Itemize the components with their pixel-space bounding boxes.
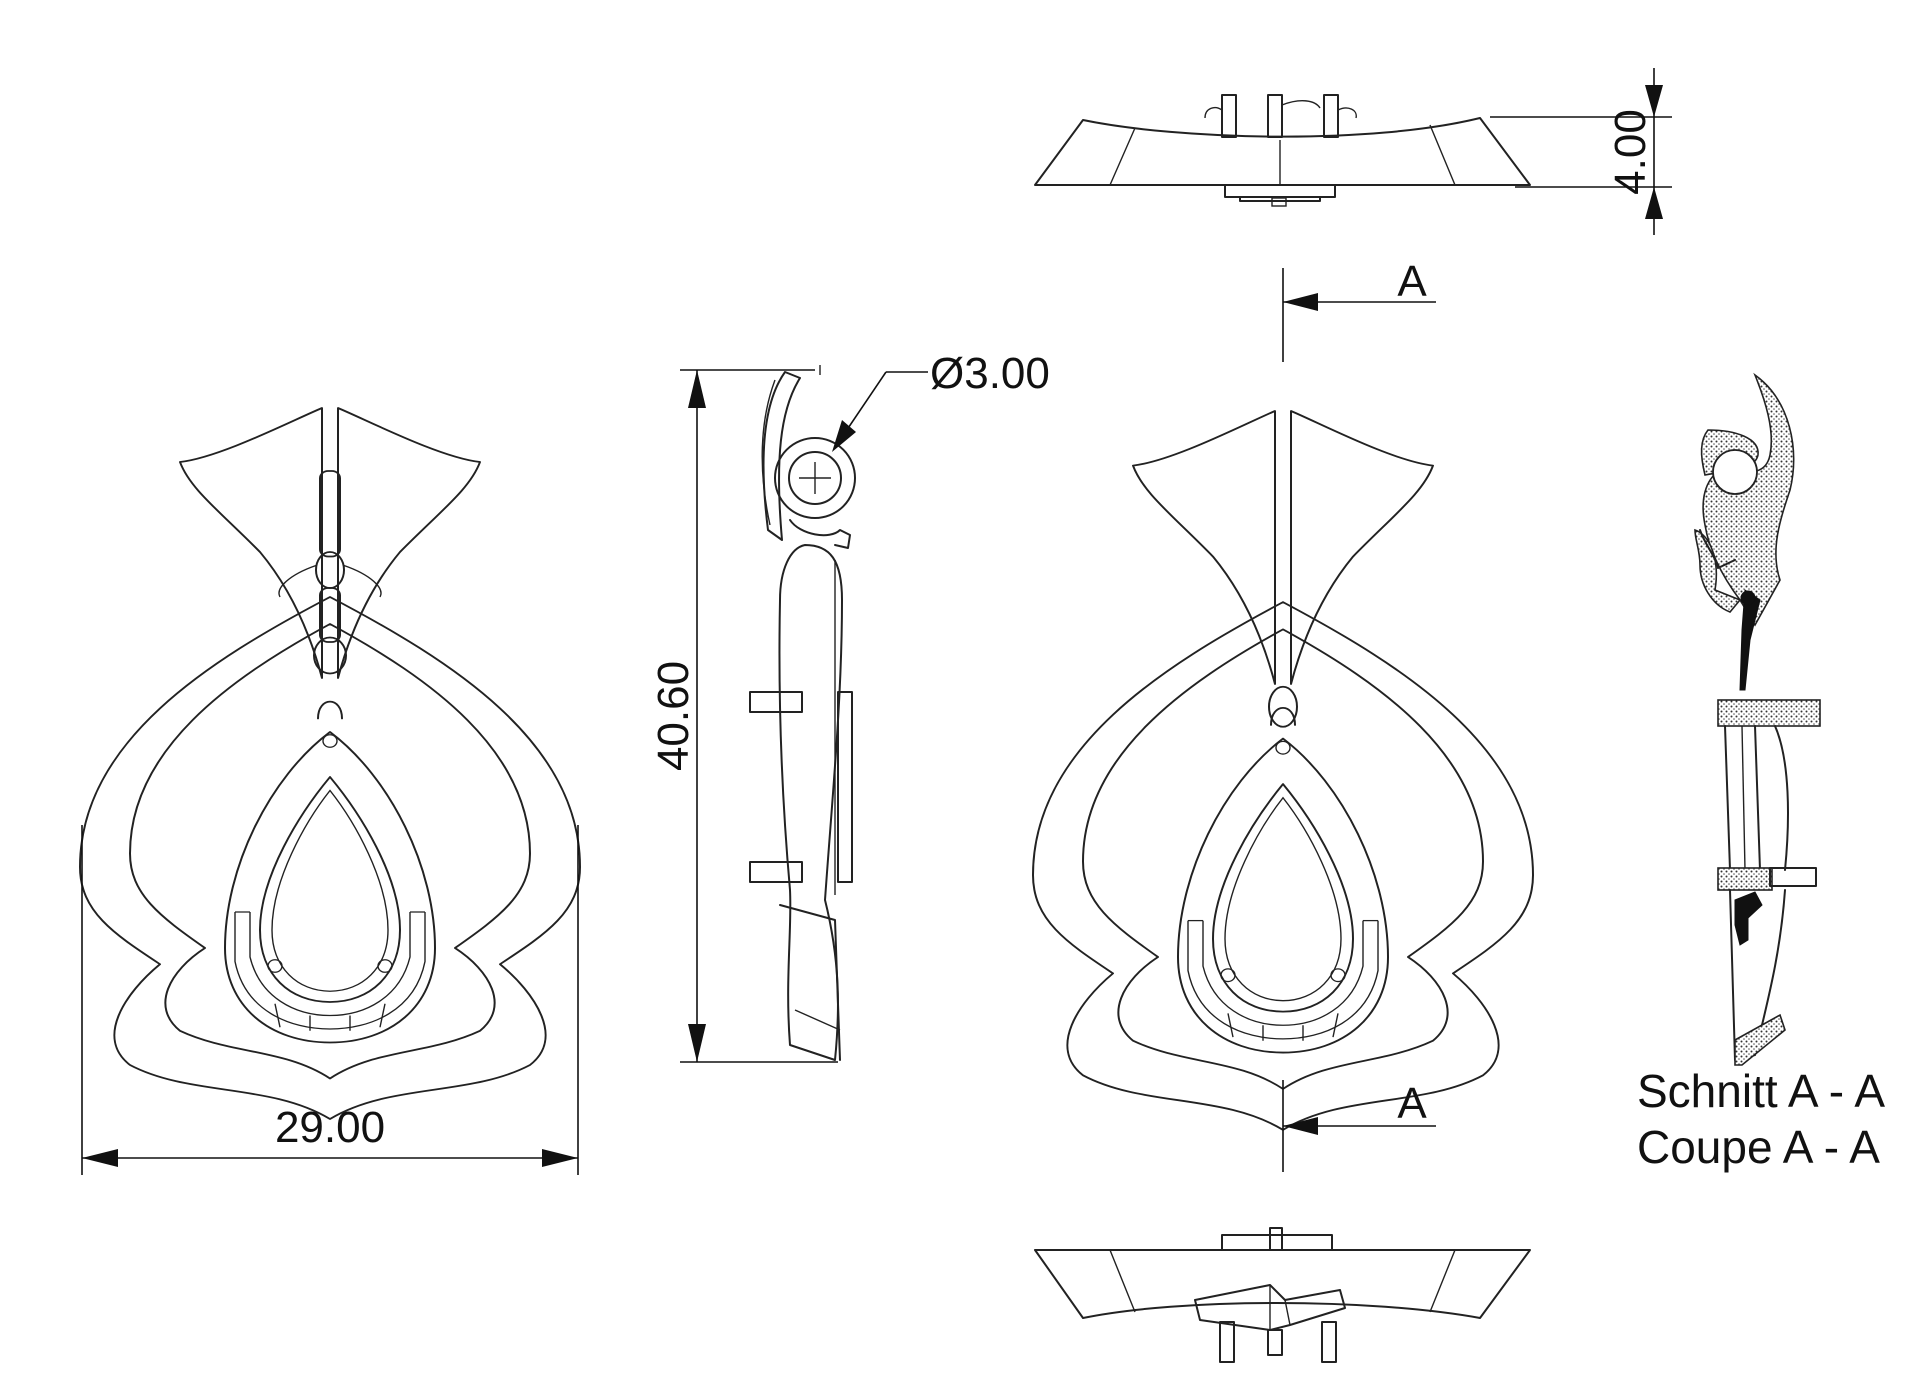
- height-dimension: 40.60: [649, 369, 838, 1063]
- diameter-callout: Ø3.00: [832, 349, 1050, 452]
- section-view: [1694, 372, 1821, 1066]
- front-view-left: [79, 407, 581, 1120]
- bottom-view: [1034, 1227, 1531, 1363]
- thickness-dimension-label: 4.00: [1606, 109, 1655, 195]
- height-dimension-label: 40.60: [649, 661, 698, 771]
- thickness-dimension: 4.00: [1490, 68, 1672, 235]
- diameter-label: Ø3.00: [930, 349, 1050, 398]
- section-marker-top: A: [1397, 257, 1427, 306]
- width-dimension-label: 29.00: [275, 1103, 385, 1152]
- section-marker-bottom: A: [1397, 1079, 1427, 1128]
- section-line: A A: [1282, 257, 1436, 1172]
- width-dimension: 29.00: [81, 825, 579, 1175]
- section-caption-line2: Coupe A - A: [1637, 1121, 1880, 1173]
- top-view: [1034, 94, 1531, 207]
- section-caption-line1: Schnitt A - A: [1637, 1065, 1885, 1117]
- front-view-right: [1032, 410, 1534, 1131]
- side-view: [749, 365, 856, 1061]
